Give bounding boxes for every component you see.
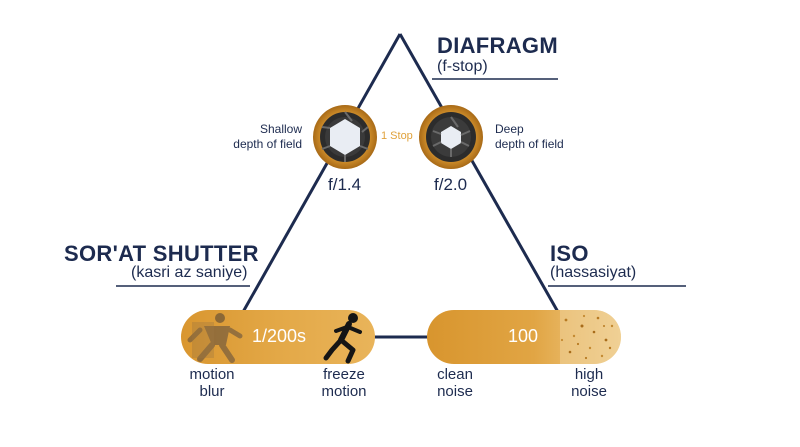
iso-title: ISO [550, 241, 589, 266]
shallow-dof-caption: Shallow depth of field [216, 122, 302, 152]
shutter-value: 1/200s [252, 326, 307, 346]
motion-blur-runner-icon [187, 313, 243, 363]
freeze-motion-caption-line2: motion [321, 383, 367, 400]
triangle-right-edge [398, 33, 560, 313]
freeze-runner-icon [323, 313, 362, 364]
iso-subtitle: (hassasiyat) [550, 264, 637, 281]
motion-blur-caption-line2: blur [199, 383, 225, 400]
high-noise-caption-line2: noise [571, 383, 607, 400]
high-noise-caption: high noise [549, 366, 629, 400]
motion-blur-caption-line1: motion [189, 366, 235, 383]
aperture-wide-icon [313, 105, 377, 169]
shutter-title: SOR'AT SHUTTER [64, 241, 259, 266]
deep-dof-caption-line1: Deep [495, 122, 524, 136]
one-stop-label: 1 Stop [381, 130, 413, 142]
high-noise-caption-line1: high [574, 366, 604, 383]
motion-blur-caption: motion blur [172, 366, 252, 400]
aperture-subtitle: (f-stop) [437, 58, 488, 75]
clean-noise-caption-line2: noise [437, 383, 473, 400]
clean-noise-caption: clean noise [415, 366, 495, 400]
shutter-subtitle: (kasri az saniye) [131, 264, 248, 281]
deep-dof-caption-line2: depth of field [495, 137, 564, 151]
aperture-title: DIAFRAGM [437, 33, 558, 58]
shallow-dof-caption-line1: Shallow [259, 122, 302, 136]
freeze-motion-caption: freeze motion [304, 366, 384, 400]
freeze-motion-caption-line1: freeze [323, 366, 365, 383]
triangle-left-edge [241, 33, 402, 313]
aperture-narrow-icon [419, 105, 483, 169]
fstop-narrow-value: f/2.0 [434, 175, 468, 194]
deep-dof-caption: Deep depth of field [495, 122, 564, 152]
fstop-wide-value: f/1.4 [328, 175, 362, 194]
shutter-pill [181, 310, 375, 364]
noise-texture-icon [560, 310, 621, 364]
clean-noise-caption-line1: clean [437, 366, 473, 383]
iso-value: 100 [508, 326, 539, 346]
shallow-dof-caption-line2: depth of field [233, 137, 302, 151]
